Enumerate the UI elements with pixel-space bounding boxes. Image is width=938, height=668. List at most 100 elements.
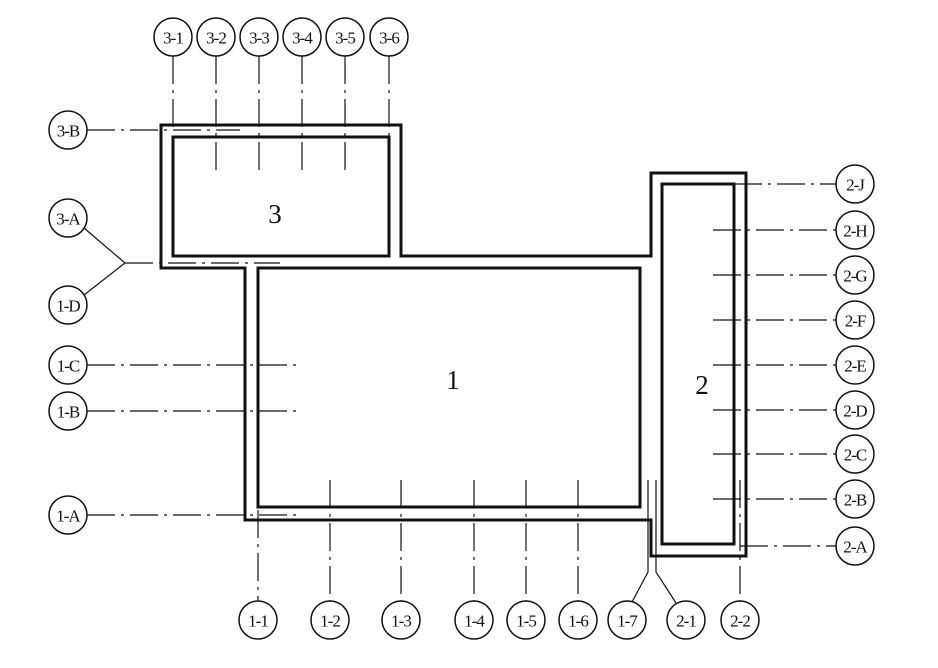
axis-bubble-circle bbox=[48, 285, 88, 325]
axis-bubble: 1-C bbox=[48, 345, 88, 385]
axis-bubble-circle bbox=[369, 17, 409, 57]
axis-bubble-circle bbox=[835, 479, 875, 519]
axis-label: 2-G bbox=[843, 267, 867, 286]
axis-bubble-circle bbox=[196, 17, 236, 57]
axis-bubble: 2-E bbox=[835, 345, 875, 385]
axis-lines bbox=[83, 56, 836, 604]
axis-label: 1-7 bbox=[617, 612, 638, 631]
axis-bubble: 3-1 bbox=[153, 17, 193, 57]
axis-bubble-circle bbox=[310, 600, 350, 640]
walls bbox=[159, 123, 748, 558]
axis-bubble: 3-6 bbox=[369, 17, 409, 57]
axis-label: 3-6 bbox=[379, 29, 399, 48]
room-2-inner-wall bbox=[660, 182, 736, 546]
axis-bubble: 3-B bbox=[48, 110, 88, 150]
axis-label: 2-2 bbox=[730, 612, 750, 631]
axis-label: 3-5 bbox=[335, 29, 355, 48]
axis-label: 2-1 bbox=[676, 612, 696, 631]
axis-bubble-circle bbox=[558, 600, 598, 640]
axis-label: 1-A bbox=[56, 507, 81, 526]
axis-label: 1-5 bbox=[516, 612, 536, 631]
axis-bubble-circle bbox=[835, 255, 875, 295]
axis-label: 3-3 bbox=[249, 29, 269, 48]
axis-bubble: 2-C bbox=[835, 434, 875, 474]
axis-bubble: 3-5 bbox=[325, 17, 365, 57]
axis-bubble-circle bbox=[381, 600, 421, 640]
axis-bubble: 1-D bbox=[48, 285, 88, 325]
axis-bubble: 3-2 bbox=[196, 17, 236, 57]
axis-bubble: 2-2 bbox=[720, 600, 760, 640]
axis-label: 2-B bbox=[844, 491, 867, 510]
axis-label: 2-C bbox=[844, 446, 867, 465]
axis-label: 3-4 bbox=[292, 29, 313, 48]
axis-bubble: 1-7 bbox=[607, 600, 647, 640]
axis-label: 1-3 bbox=[391, 612, 411, 631]
axis-bubble-circle bbox=[720, 600, 760, 640]
axis-bubble-circle bbox=[607, 600, 647, 640]
axis-bubble-circle bbox=[835, 210, 875, 250]
axis-bubble-circle bbox=[48, 391, 88, 431]
axis-bubble-circle bbox=[238, 600, 278, 640]
axis-bubble-circle bbox=[835, 390, 875, 430]
axis-bubble: 3-A bbox=[48, 198, 88, 238]
axis-bubble: 2-F bbox=[835, 300, 875, 340]
room-3-inner-wall bbox=[171, 135, 391, 258]
room-2-label: 2 bbox=[695, 370, 709, 400]
axis-bubble: 2-1 bbox=[666, 600, 706, 640]
axis-label: 1-D bbox=[56, 297, 80, 316]
axis-label: 2-J bbox=[846, 176, 865, 195]
axis-bubble: 3-4 bbox=[282, 17, 322, 57]
axis-bubble-circle bbox=[153, 17, 193, 57]
axis-bubble: 1-1 bbox=[238, 600, 278, 640]
room-1-inner-wall bbox=[256, 266, 642, 509]
axis-label: 2-D bbox=[843, 402, 867, 421]
axis-bubble: 1-2 bbox=[310, 600, 350, 640]
axis-bubble: 3-3 bbox=[239, 17, 279, 57]
axis-bubble: 1-6 bbox=[558, 600, 598, 640]
axis-bubble-circle bbox=[835, 526, 875, 566]
axis-label: 1-C bbox=[57, 357, 80, 376]
axis-bubble-circle bbox=[454, 600, 494, 640]
axis-bubble-circle bbox=[666, 600, 706, 640]
axis-bubble: 2-H bbox=[835, 210, 875, 250]
axis-label: 2-H bbox=[843, 222, 867, 241]
axis-bubbles: 3-1 3-2 3-3 3-4 3-5 3-6 3-B 3-A 1-D 1-C 1-B 1-A 1-1 1… bbox=[48, 17, 875, 640]
axis-label: 2-E bbox=[844, 357, 866, 376]
axis-bubble: 2-B bbox=[835, 479, 875, 519]
room-labels: 1 2 3 bbox=[268, 199, 709, 400]
axis-label: 3-A bbox=[56, 210, 81, 229]
axis-label: 1-2 bbox=[320, 612, 340, 631]
axis-leader-bottom bbox=[631, 480, 649, 603]
axis-label: 2-A bbox=[843, 538, 868, 557]
axis-label: 1-B bbox=[57, 403, 80, 422]
axis-bubble: 1-5 bbox=[506, 600, 546, 640]
axis-bubble: 1-3 bbox=[381, 600, 421, 640]
axis-bubble-circle bbox=[506, 600, 546, 640]
axis-bubble: 1-B bbox=[48, 391, 88, 431]
axis-bubble-circle bbox=[835, 345, 875, 385]
axis-bubble-circle bbox=[48, 198, 88, 238]
axis-bubble: 2-G bbox=[835, 255, 875, 295]
axis-bubble-circle bbox=[835, 300, 875, 340]
axis-bubble: 1-4 bbox=[454, 600, 494, 640]
axis-bubble-circle bbox=[48, 110, 88, 150]
axis-bubble: 2-D bbox=[835, 390, 875, 430]
axis-label: 3-B bbox=[57, 122, 80, 141]
axis-bubble-circle bbox=[48, 345, 88, 385]
axis-bubble-circle bbox=[835, 434, 875, 474]
axis-label: 3-2 bbox=[206, 29, 226, 48]
axis-leader-left bbox=[83, 227, 126, 296]
axis-bubble-circle bbox=[282, 17, 322, 57]
axis-bubble: 2-J bbox=[835, 164, 875, 204]
room-3-label: 3 bbox=[268, 199, 282, 229]
axis-bubble-circle bbox=[239, 17, 279, 57]
axis-label: 3-1 bbox=[163, 29, 183, 48]
axis-bubble: 1-A bbox=[48, 495, 88, 535]
axis-leader-bottom bbox=[655, 480, 677, 604]
axis-bubble-circle bbox=[48, 495, 88, 535]
axis-label: 1-6 bbox=[568, 612, 588, 631]
axis-bubble-circle bbox=[835, 164, 875, 204]
axis-bubble-circle bbox=[325, 17, 365, 57]
